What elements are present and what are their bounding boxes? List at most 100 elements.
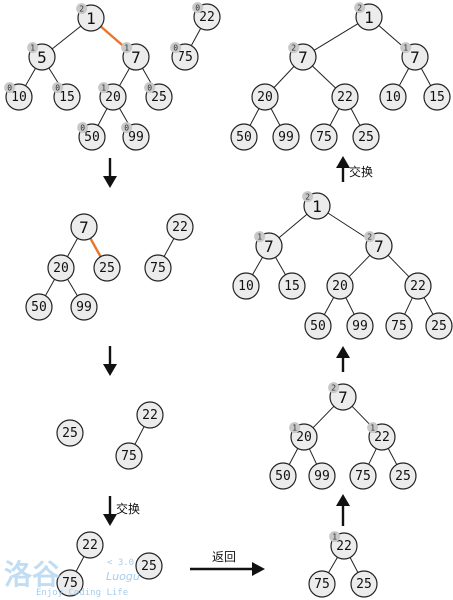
tree-edge [348,254,371,278]
tree-node: 25 [389,462,417,490]
node-value: 25 [358,130,374,145]
tree-edge [51,25,82,50]
tree-node: 25 [93,254,121,282]
distance-badge [329,531,341,543]
tree-edge [368,448,377,465]
distance-value: 2 [291,44,296,53]
tree-edge [312,65,336,89]
tree-node: 10 [232,272,260,300]
node-value: 20 [53,261,69,276]
tree-edge [345,297,355,315]
tree-edge [350,108,361,126]
node-value: 75 [121,449,137,464]
node-circle [326,272,354,300]
node-value: 5 [37,48,47,67]
tree-node: 150 [52,82,81,111]
node-circle [425,312,453,340]
tree-node: 15 [423,83,451,111]
distance-badge [254,231,266,243]
node-value: 25 [99,261,115,276]
distance-value: 0 [124,124,129,133]
distance-badge [192,2,204,14]
distance-badge [121,122,133,134]
distance-badge [364,231,376,243]
tree-edge [387,448,398,465]
tree-node: 12 [76,3,105,32]
node-value: 22 [142,408,158,423]
distance-badge [52,82,64,94]
tree-edge [398,68,410,86]
node-value: 75 [62,576,78,591]
tree-node: 25 [56,419,84,447]
node-circle [47,254,75,282]
node-circle [70,293,98,321]
node-value: 15 [284,279,300,294]
node-circle [331,83,359,111]
node-circle [349,462,377,490]
distance-badge [302,191,314,203]
tree-node: 20 [326,272,354,300]
tree-node: 100 [4,82,33,111]
tree-node: 15 [278,272,306,300]
node-value: 22 [337,90,353,105]
node-circle [93,254,121,282]
node-value: 99 [352,319,368,334]
distance-badge [367,422,379,434]
node-value: 7 [374,237,384,256]
node-value: 25 [356,577,372,592]
tree-edge [67,278,78,297]
tree-node: 220 [192,2,221,31]
node-circle [136,401,164,429]
tree-edge [25,68,36,86]
node-value: 10 [238,279,254,294]
distance-badge [288,42,300,54]
arrow-up-1 [336,494,350,526]
node-value: 20 [105,90,121,105]
node-value: 25 [62,426,78,441]
flow-arrows: 交换 返回 交换 [103,156,373,576]
tree-node: 71 [400,42,429,71]
tree-edge [313,23,359,51]
tree-edge [323,297,335,315]
node-circle [56,569,84,597]
node-value: 99 [76,300,92,315]
distance-value: 1 [403,44,408,53]
node-circle [404,272,432,300]
node-value: 7 [131,48,141,67]
tree-node: 99 [272,123,300,151]
node-circle [115,442,143,470]
tree-node: 221 [367,422,396,451]
tree-node: 20 [251,83,279,111]
node-value: 1 [364,8,374,27]
tree-node: 50 [25,293,53,321]
node-value: 22 [199,10,215,25]
tree-edge [134,426,145,445]
node-value: 25 [395,469,411,484]
tree-node: 250 [144,82,173,111]
node-circle [308,570,336,598]
node-value: 22 [172,220,188,235]
swap-label-1: 交换 [116,501,140,516]
watermark-version: < 3.0 [107,558,134,568]
tree-node: 22 [331,83,359,111]
tree-node: 201 [98,82,127,111]
tree-node: 25 [350,570,378,598]
tree-node: 50 [269,462,297,490]
node-value: 10 [385,90,401,105]
tree-edge [378,25,406,49]
node-value: 50 [31,300,47,315]
node-value: 22 [336,539,352,554]
node-value: 1 [312,197,322,216]
node-circle [251,83,279,111]
distance-badge [400,42,412,54]
tree-edge [328,557,338,573]
node-circle [230,123,258,151]
node-value: 1 [86,9,96,28]
tree-edge [75,556,85,572]
tree-node: 99 [308,462,336,490]
tree-edge [312,405,335,429]
distance-value: 2 [79,5,84,14]
node-circle [70,213,98,241]
node-value: 7 [79,218,89,237]
